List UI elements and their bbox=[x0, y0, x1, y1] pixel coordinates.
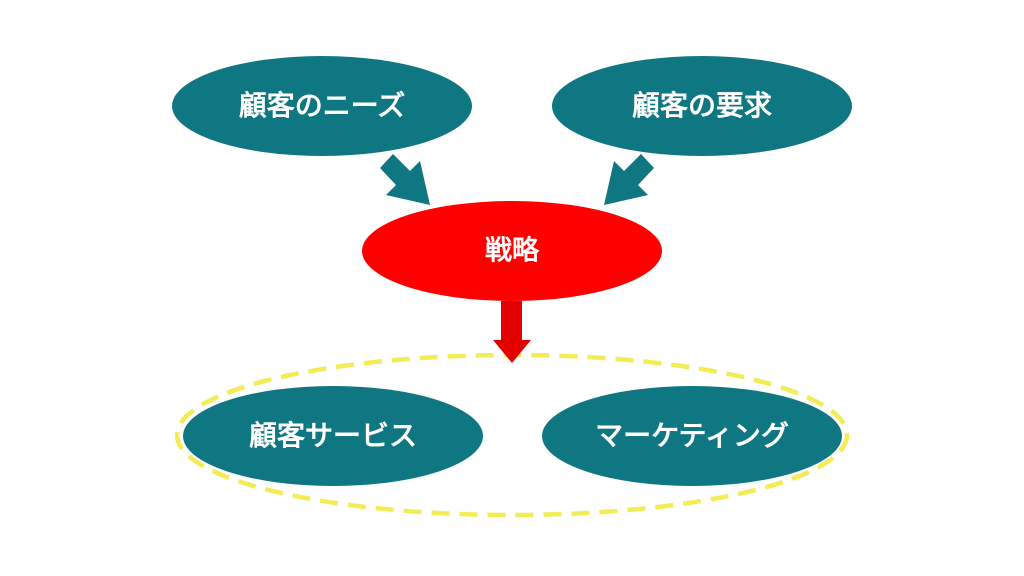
node-customer-needs-shape bbox=[172, 56, 472, 156]
node-marketing-shape bbox=[542, 386, 842, 486]
node-customer-needs: 顧客のニーズ bbox=[172, 56, 472, 156]
node-marketing-label: マーケティング bbox=[595, 419, 789, 452]
node-customer-needs-label: 顧客のニーズ bbox=[239, 89, 406, 122]
node-customer-service-label: 顧客サービス bbox=[249, 419, 417, 452]
node-customer-service-shape bbox=[183, 386, 483, 486]
node-strategy-label: 戦略 bbox=[485, 235, 540, 267]
node-customer-service: 顧客サービス bbox=[183, 386, 483, 486]
arrow-needs-to-strategy bbox=[380, 154, 430, 205]
node-marketing: マーケティング bbox=[542, 386, 842, 486]
node-customer-requests-shape bbox=[552, 56, 852, 156]
arrow-requests-to-strategy bbox=[604, 154, 654, 205]
node-customer-requests: 顧客の要求 bbox=[552, 56, 852, 156]
node-strategy-shape bbox=[362, 201, 662, 301]
node-customer-requests-label: 顧客の要求 bbox=[632, 89, 772, 122]
node-strategy: 戦略 bbox=[362, 201, 662, 301]
arrow-strategy-to-outputs bbox=[493, 301, 531, 363]
